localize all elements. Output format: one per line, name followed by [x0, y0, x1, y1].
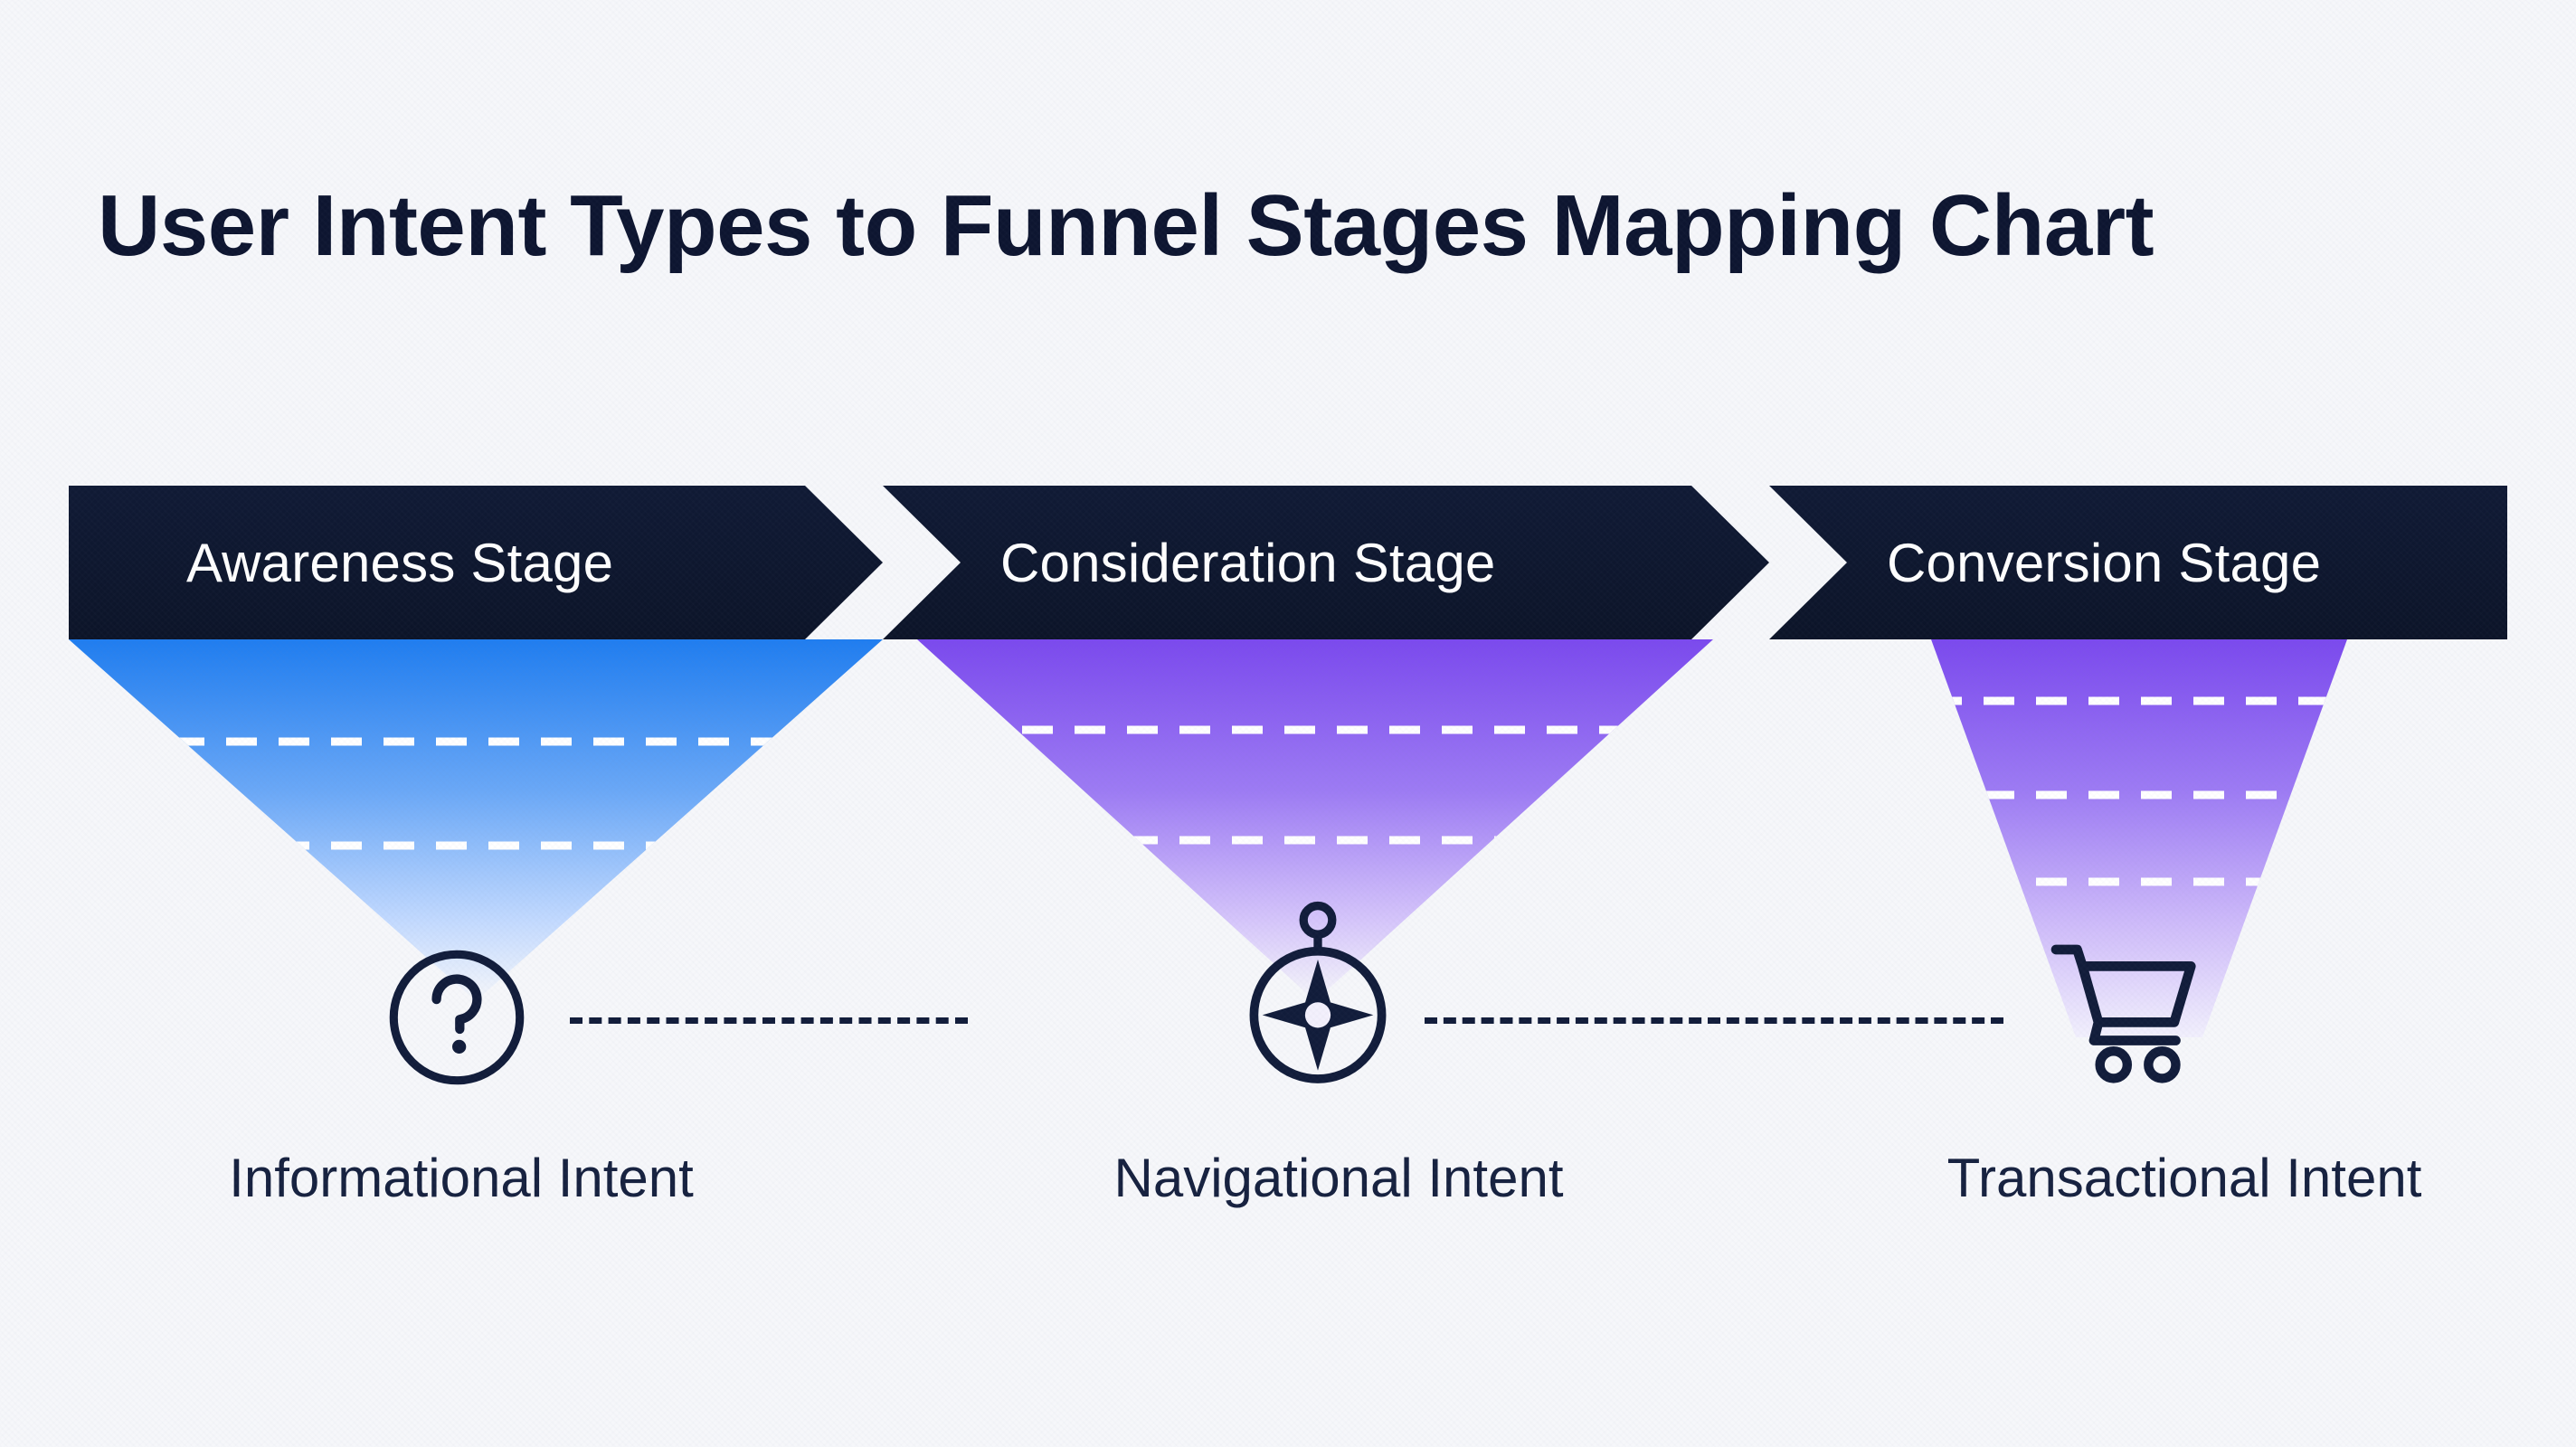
page-title: User Intent Types to Funnel Stages Mappi…	[98, 177, 2155, 274]
intent-label-informational: Informational Intent	[229, 1148, 694, 1208]
connector-awareness-to-consideration	[570, 1017, 968, 1024]
stage-banner-label: Awareness Stage	[186, 532, 614, 593]
stage-banner-awareness[interactable]: Awareness Stage	[69, 486, 883, 639]
shopping-cart-icon[interactable]	[2047, 934, 2206, 1086]
funnel-shape-consideration	[917, 639, 1713, 1001]
stage-banner-conversion[interactable]: Conversion Stage	[1769, 486, 2507, 639]
stage-banner-label: Consideration Stage	[1000, 532, 1496, 593]
funnel-shape-awareness	[69, 639, 883, 1001]
connector-consideration-to-conversion	[1425, 1017, 2003, 1024]
funnel-shape-conversion	[1931, 639, 2347, 1037]
intent-label-transactional: Transactional Intent	[1946, 1148, 2422, 1208]
compass-icon[interactable]	[1234, 901, 1402, 1091]
stage-banner-label: Conversion Stage	[1887, 532, 2322, 593]
stage-banner-consideration[interactable]: Consideration Stage	[883, 486, 1769, 639]
intent-label-navigational: Navigational Intent	[1113, 1148, 1564, 1208]
question-circle-icon[interactable]	[382, 942, 532, 1092]
